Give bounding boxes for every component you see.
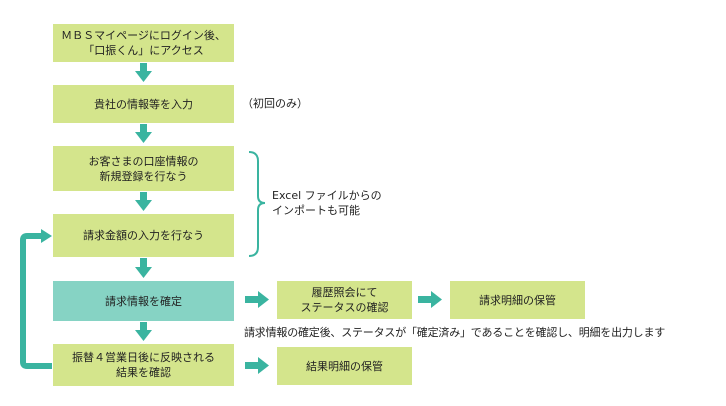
arrow-down-3 [135,192,152,211]
note-first-time-only: （初回のみ） [242,97,308,110]
curly-brace [248,151,266,257]
note-after-confirm: 請求情報の確定後、ステータスが「確定済み」であることを確認し、明細を出力します [244,326,666,339]
arrow-down-2 [135,124,152,143]
step-login: ＭＢＳマイページにログイン後、 「口振くん」にアクセス [53,24,234,62]
arrow-right-1 [245,291,269,308]
note-excel-import: Excel ファイルからの インポートも可能 [272,189,382,217]
step-reflect-result: 振替４営業日後に反映される 結果を確認 [53,344,234,386]
step-customer-account: お客さまの口座情報の 新規登録を行なう [53,146,234,191]
step-keep-result: 結果明細の保管 [277,347,412,385]
arrow-down-5 [135,322,152,341]
loop-arrowhead [41,229,52,243]
arrow-down-4 [135,258,152,278]
arrow-right-2 [418,291,442,308]
step-keep-statement: 請求明細の保管 [450,281,585,319]
arrow-right-3 [245,357,269,374]
loop-back-connector [20,233,52,369]
step-billing-amount: 請求金額の入力を行なう [53,214,234,257]
arrow-down-1 [135,63,152,82]
step-status-check: 履歴照会にて ステータスの確認 [277,281,412,319]
step-company-info: 貴社の情報等を入力 [53,85,234,123]
step-confirm-billing: 請求情報を確定 [53,281,234,321]
